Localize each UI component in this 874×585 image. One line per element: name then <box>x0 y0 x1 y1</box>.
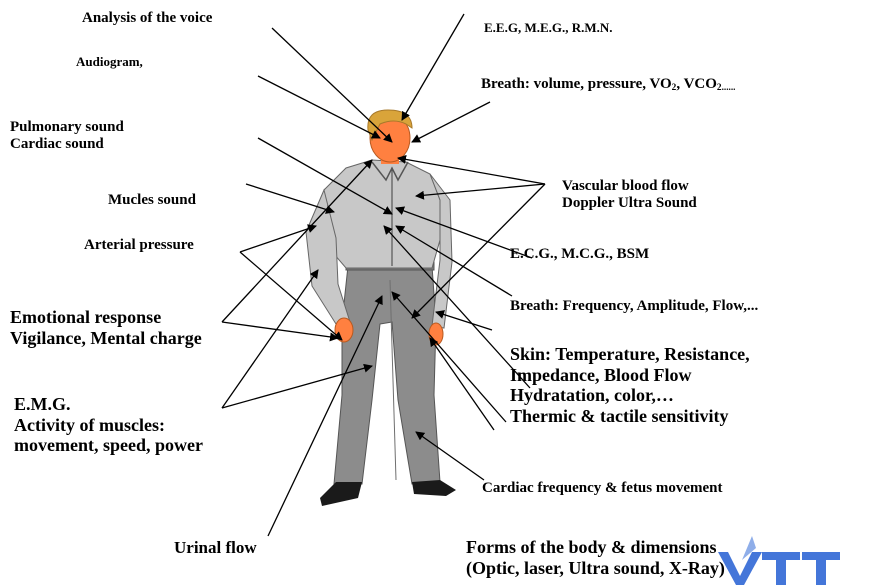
label-emotional: Emotional response Vigilance, Mental cha… <box>10 307 202 348</box>
arrow-audiogram <box>258 76 380 138</box>
breath-main-text: Breath: volume, pressure, VO <box>481 76 672 92</box>
label-vascular: Vascular blood flow Doppler Ultra Sound <box>562 178 697 213</box>
label-emotional-response: Emotional response <box>10 307 202 328</box>
label-cardiac-sound: Cardiac sound <box>10 136 124 153</box>
arrow-cardiac-freq <box>416 432 484 480</box>
arrow-vascular-arm <box>416 184 545 196</box>
label-skin-line-3: Hydratation, color,… <box>510 385 750 406</box>
arrow-mucles <box>246 184 334 212</box>
label-vascular-blood-flow: Vascular blood flow <box>562 178 697 195</box>
arrow-voice <box>272 28 392 142</box>
arrow-pulmonary <box>258 138 392 214</box>
label-urinal: Urinal flow <box>174 538 257 558</box>
arrow-skin-3 <box>430 338 494 430</box>
arrow-skin-2 <box>392 292 506 422</box>
label-doppler: Doppler Ultra Sound <box>562 195 697 212</box>
label-ecg: E.C.G., M.C.G., BSM <box>510 246 649 263</box>
arrow-emg-leg <box>222 366 372 408</box>
label-arterial: Arterial pressure <box>84 237 194 254</box>
label-forms-line-2: (Optic, laser, Ultra sound, X-Ray) <box>466 558 725 579</box>
label-breath-freq: Breath: Frequency, Amplitude, Flow,... <box>510 298 758 315</box>
breath-vco-text: VCO <box>684 76 717 92</box>
label-emg: E.M.G. Activity of muscles: movement, sp… <box>14 394 203 456</box>
label-pulmonary-sound: Pulmonary sound <box>10 119 124 136</box>
arrow-breath-freq <box>396 226 512 296</box>
breath-dots: ...... <box>722 83 736 93</box>
arrow-eeg <box>402 14 464 120</box>
label-voice: Analysis of the voice <box>82 10 212 27</box>
label-skin-line-4: Thermic & tactile sensitivity <box>510 406 750 427</box>
arrow-emotional-neck <box>222 160 372 322</box>
label-audiogram: Audiogram, <box>76 55 143 70</box>
arrow-arterial-arm <box>240 226 316 252</box>
label-cardiac-freq: Cardiac frequency & fetus movement <box>482 480 723 497</box>
label-skin-line-1: Skin: Temperature, Resistance, <box>510 344 750 365</box>
arrow-breath <box>412 102 490 142</box>
label-pulmonary: Pulmonary sound Cardiac sound <box>10 119 124 154</box>
label-breath-volume: Breath: volume, pressure, VO2, VCO2.....… <box>481 76 736 94</box>
label-forms: Forms of the body & dimensions (Optic, l… <box>466 537 725 578</box>
label-skin: Skin: Temperature, Resistance, Impedance… <box>510 344 750 427</box>
label-movement: movement, speed, power <box>14 435 203 456</box>
arrow-urinal <box>268 296 382 536</box>
label-activity: Activity of muscles: <box>14 415 203 436</box>
label-skin-line-2: Impedance, Blood Flow <box>510 365 750 386</box>
label-emg-title: E.M.G. <box>14 394 203 415</box>
arrow-vascular-head <box>398 158 545 184</box>
label-vigilance: Vigilance, Mental charge <box>10 328 202 349</box>
label-mucles: Mucles sound <box>108 192 196 209</box>
label-eeg: E.E.G, M.E.G., R.M.N. <box>484 21 613 36</box>
arrow-emg-arm <box>222 270 318 408</box>
label-forms-line-1: Forms of the body & dimensions <box>466 537 725 558</box>
